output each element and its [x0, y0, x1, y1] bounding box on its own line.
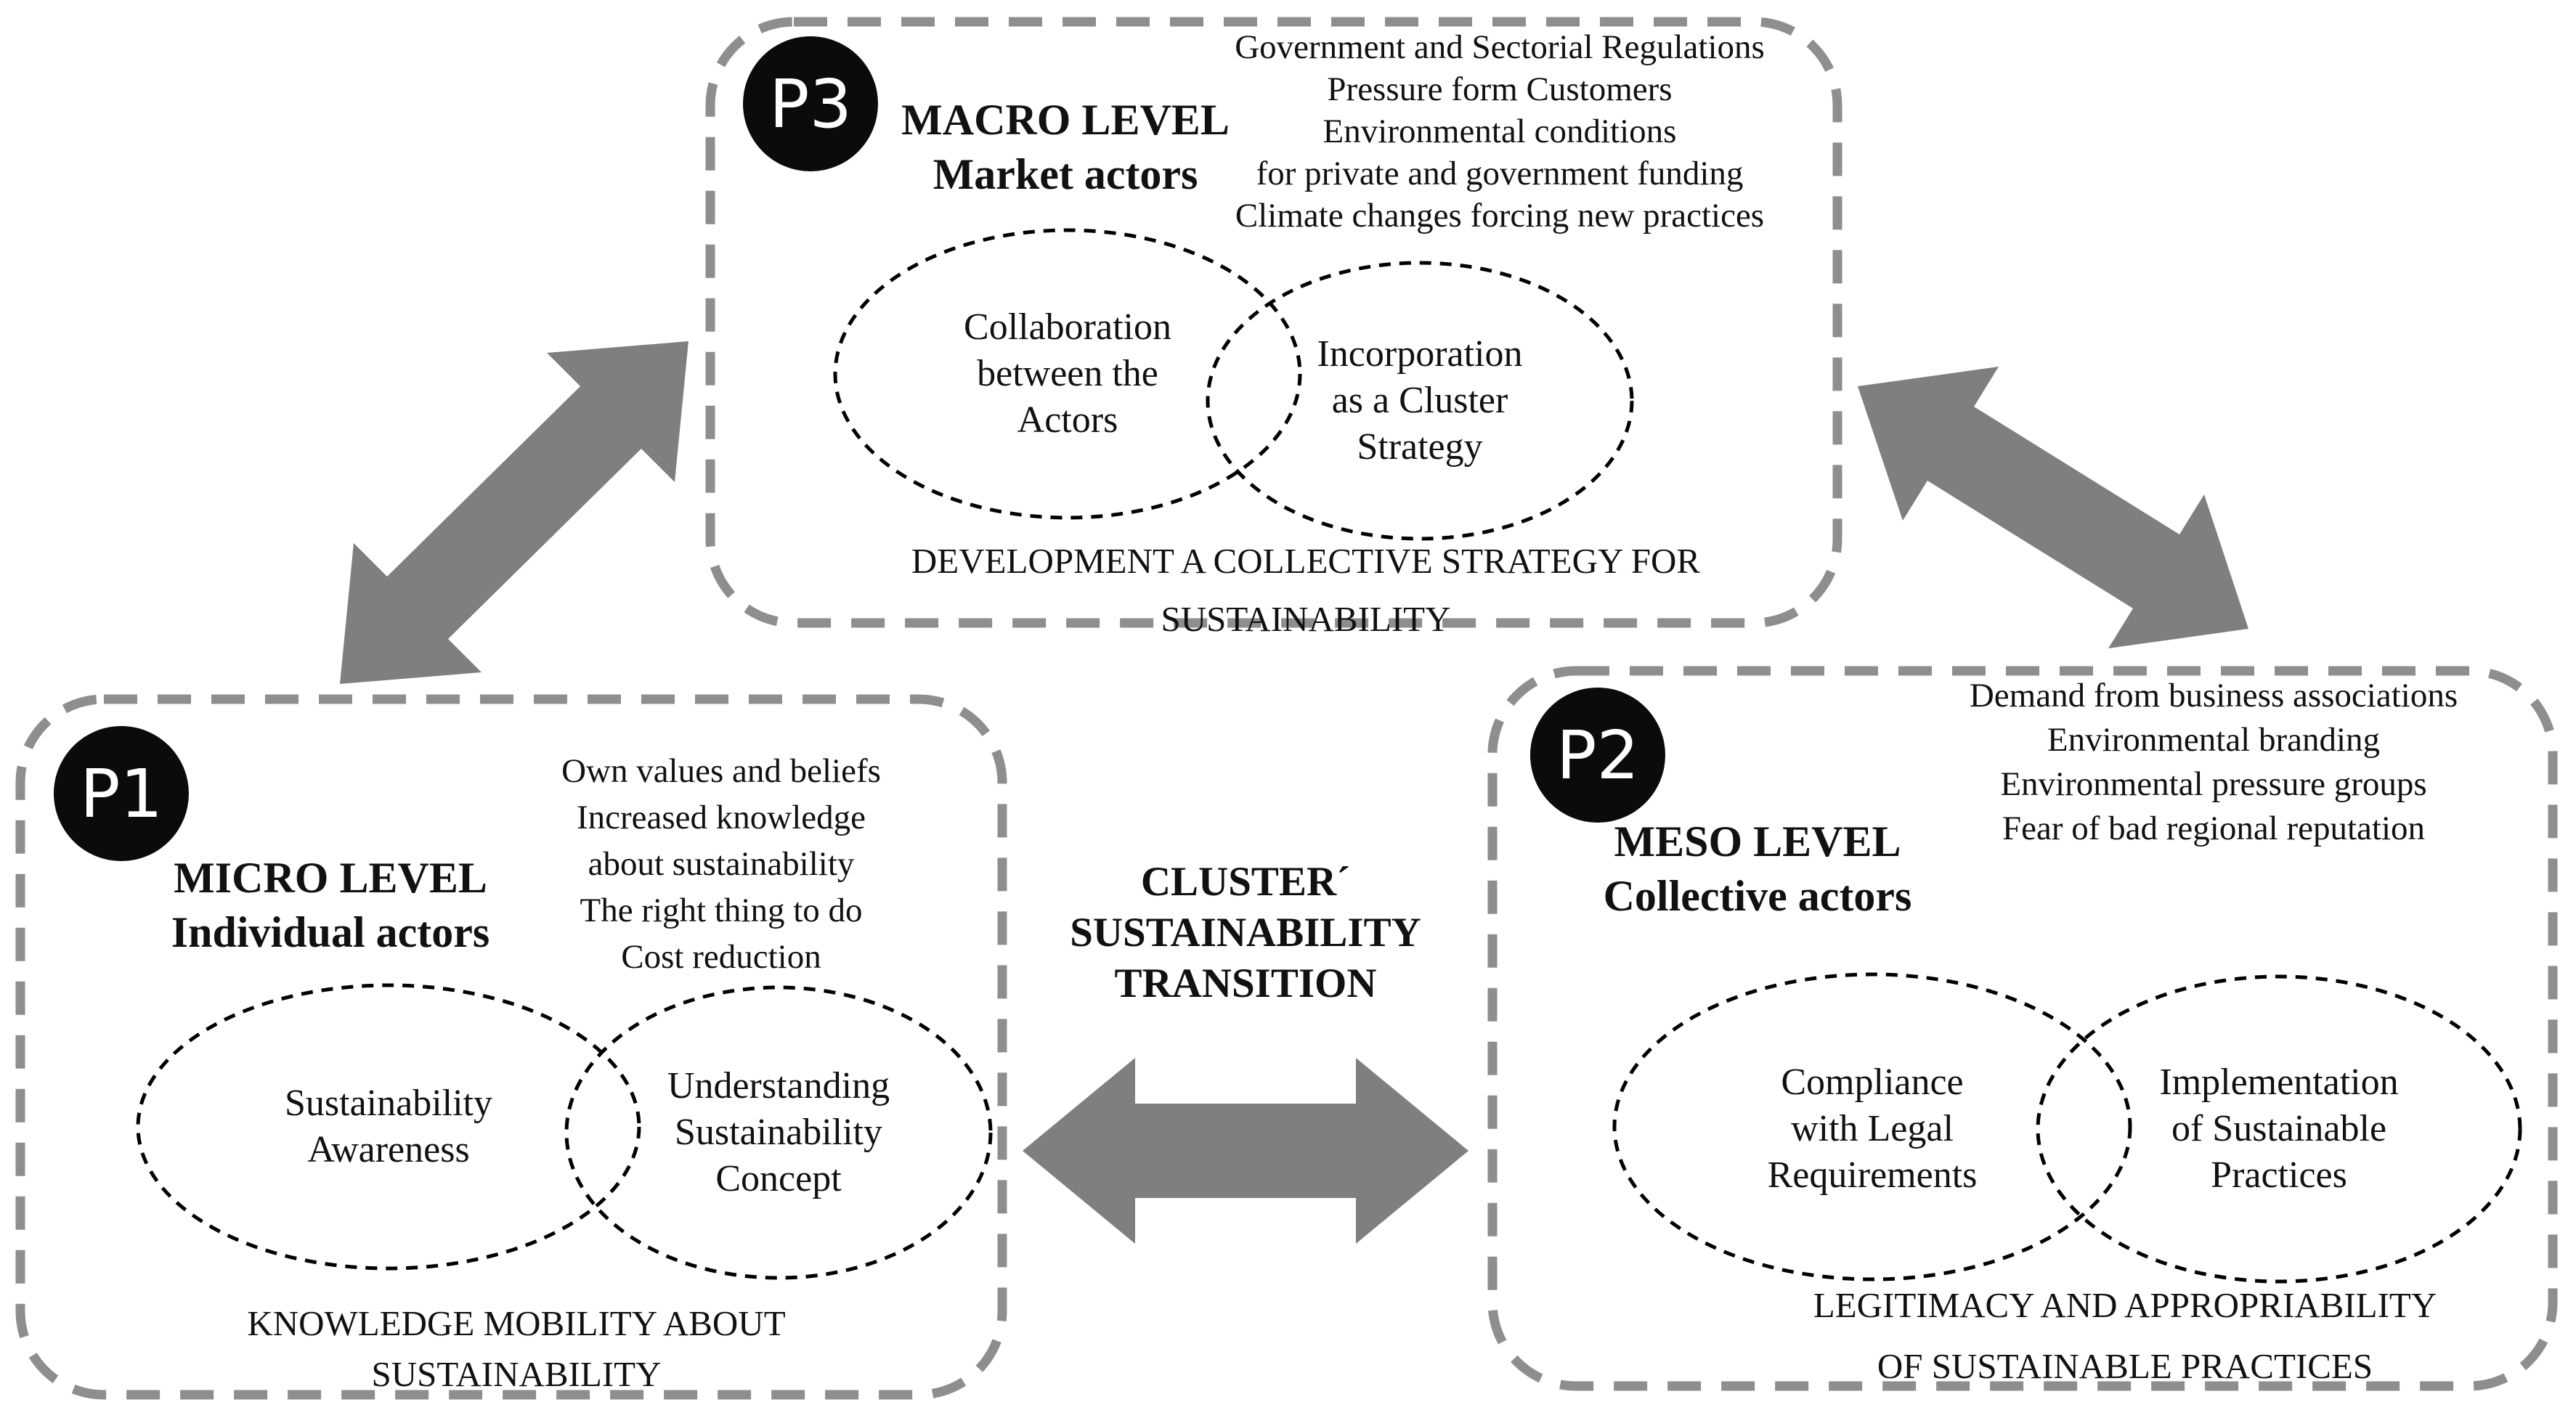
- macro-actors-label: Market actors: [933, 150, 1198, 198]
- venn-label-line: Understanding: [667, 1065, 890, 1107]
- venn-label-line: Practices: [2211, 1154, 2347, 1196]
- micro-outcome: KNOWLEDGE MOBILITY ABOUT SUSTAINABILITY: [153, 1298, 879, 1400]
- macro-driver-line: Environmental conditions: [1322, 113, 1677, 150]
- micro-driver-line: Own values and beliefs: [561, 752, 881, 790]
- venn-label-line: with Legal: [1791, 1108, 1954, 1149]
- meso-venn-right-ellipse: [2036, 974, 2522, 1284]
- macro-venn-right-ellipse: [1206, 261, 1634, 541]
- meso-venn-left-label: Compliance with Legal Requirements: [1654, 1059, 2090, 1199]
- micro-driver-line: Cost reduction: [621, 938, 821, 976]
- venn-label-line: Compliance: [1781, 1061, 1964, 1103]
- venn-label-line: of Sustainable: [2171, 1108, 2387, 1149]
- micro-venn-right-label: Understanding Sustainability Concept: [561, 1063, 996, 1202]
- center-label-line: SUSTAINABILITY: [1070, 910, 1421, 955]
- micro-driver-line: The right thing to do: [580, 892, 863, 929]
- venn-label-line: Sustainability: [675, 1112, 882, 1153]
- phase-badge-p3: P3: [743, 36, 878, 171]
- venn-label-line: Sustainability: [285, 1083, 492, 1124]
- cluster-sustainability-transition-label: CLUSTER´ SUSTAINABILITY TRANSITION: [991, 857, 1500, 1009]
- outcome-line: KNOWLEDGE MOBILITY ABOUT: [247, 1303, 786, 1343]
- venn-label-line: Incorporation: [1317, 333, 1523, 375]
- venn-label-line: Actors: [1017, 399, 1118, 441]
- macro-driver-line: Climate changes forcing new practices: [1235, 197, 1765, 235]
- meso-driver-line: Environmental branding: [2047, 721, 2381, 759]
- meso-drivers-list: Demand from business associations Enviro…: [1909, 674, 2519, 851]
- meso-driver-line: Fear of bad regional reputation: [2002, 810, 2426, 847]
- meso-driver-line: Demand from business associations: [1969, 677, 2458, 714]
- venn-label-line: Awareness: [307, 1129, 470, 1170]
- micro-venn-left-label: Sustainability Awareness: [171, 1080, 606, 1173]
- micro-level-box-border: [15, 694, 1007, 1400]
- meso-header: MESO LEVEL Collective actors: [1540, 815, 1975, 924]
- arrow-macro-meso: [1858, 367, 2248, 648]
- macro-level-title: MACRO LEVEL: [901, 96, 1230, 144]
- micro-actors-label: Individual actors: [171, 908, 490, 956]
- center-label-line: CLUSTER´: [1140, 859, 1351, 905]
- venn-label-line: between the: [977, 353, 1158, 394]
- meso-venn-right-label: Implementation of Sustainable Practices: [2061, 1059, 2497, 1199]
- meso-driver-line: Environmental pressure groups: [2000, 765, 2427, 803]
- arrow-micro-macro: [340, 341, 688, 684]
- macro-driver-line: Government and Sectorial Regulations: [1235, 28, 1765, 66]
- macro-driver-line: Pressure form Customers: [1327, 70, 1673, 108]
- arrow-micro-meso: [1023, 1058, 1468, 1244]
- venn-label-line: Collaboration: [964, 306, 1171, 348]
- macro-drivers-list: Government and Sectorial Regulations Pre…: [1162, 26, 1837, 237]
- meso-actors-label: Collective actors: [1603, 872, 1912, 920]
- venn-label-line: as a Cluster: [1331, 380, 1508, 421]
- micro-header: MICRO LEVEL Individual actors: [113, 851, 548, 960]
- macro-level-box-border: [705, 17, 1842, 628]
- venn-label-line: Concept: [715, 1158, 842, 1199]
- micro-venn-right-ellipse: [564, 985, 993, 1280]
- macro-driver-line: for private and government funding: [1256, 155, 1744, 192]
- macro-header: MACRO LEVEL Market actors: [848, 93, 1283, 202]
- macro-venn-right-label: Incorporation as a Cluster Strategy: [1202, 331, 1638, 470]
- meso-level-title: MESO LEVEL: [1614, 818, 1901, 865]
- phase-badge-p2: P2: [1530, 688, 1665, 823]
- micro-driver-line: about sustainability: [588, 845, 855, 883]
- micro-drivers-list: Own values and beliefs Increased knowled…: [482, 748, 961, 980]
- venn-label-line: Strategy: [1357, 426, 1483, 468]
- outcome-line: LEGITIMACY AND APPROPRIABILITY: [1813, 1285, 2437, 1325]
- outcome-line: DEVELOPMENT A COLLECTIVE STRATEGY FOR: [911, 541, 1701, 581]
- phase-badge-p1: P1: [54, 726, 189, 861]
- macro-venn-left-ellipse: [833, 228, 1302, 520]
- meso-level-box-border: [1487, 666, 2558, 1391]
- micro-level-title: MICRO LEVEL: [174, 854, 487, 902]
- outcome-line: OF SUSTAINABLE PRACTICES: [1877, 1346, 2373, 1386]
- macro-venn-left-label: Collaboration between the Actors: [850, 304, 1285, 444]
- meso-venn-left-ellipse: [1612, 972, 2132, 1281]
- outcome-line: SUSTAINABILITY: [1161, 599, 1451, 639]
- outcome-line: SUSTAINABILITY: [371, 1354, 662, 1394]
- meso-outcome: LEGITIMACY AND APPROPRIABILITY OF SUSTAI…: [1689, 1275, 2561, 1397]
- macro-outcome: DEVELOPMENT A COLLECTIVE STRATEGY FOR SU…: [870, 532, 1742, 648]
- center-label-line: TRANSITION: [1114, 961, 1377, 1006]
- micro-driver-line: Increased knowledge: [576, 799, 866, 836]
- venn-label-line: Requirements: [1767, 1154, 1978, 1196]
- venn-label-line: Implementation: [2159, 1061, 2399, 1103]
- micro-venn-left-ellipse: [136, 983, 641, 1271]
